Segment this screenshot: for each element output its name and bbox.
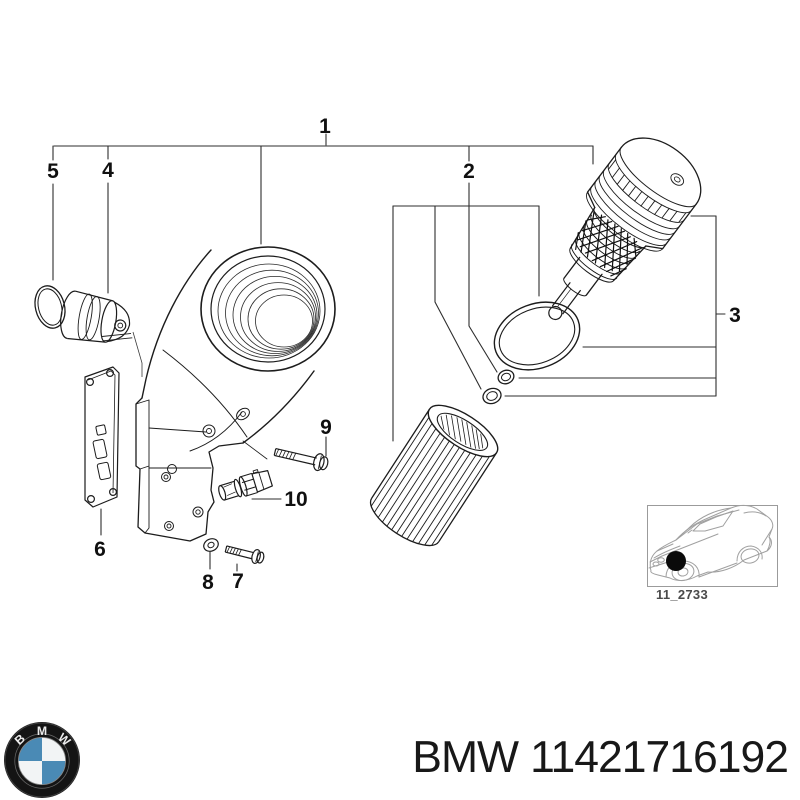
bmw-logo: B M W (4, 722, 80, 798)
part-number-text: 11421716192 (530, 733, 789, 782)
oring-small-upper (497, 369, 515, 385)
highlighted-area-dot (666, 551, 686, 571)
callout-label-6: 6 (94, 538, 106, 561)
logo-quadrants (17, 737, 67, 786)
callout-label-5: 5 (47, 160, 59, 183)
callout-label-7: 7 (232, 570, 244, 593)
oil-pressure-sensor-part-10 (218, 469, 273, 501)
filter-cap (548, 137, 702, 321)
washer-part-8 (203, 538, 219, 552)
bolt-part-7 (224, 545, 265, 564)
leader-lines-group-1 (52, 133, 594, 373)
oring-large-part-3 (493, 301, 581, 371)
insert-position-line (132, 331, 143, 377)
oil-filter-housing-part-1 (135, 246, 336, 542)
logo-letter-m: M (37, 724, 47, 738)
callout-label-9: 9 (320, 416, 332, 439)
thumbnail-caption: 11_2733 (656, 587, 708, 602)
callout-label-10: 10 (284, 488, 307, 511)
leader-lines-small-parts (100, 436, 327, 572)
gasket-part-6 (84, 366, 120, 508)
callout-label-1: 1 (319, 115, 331, 138)
filter-cartridge-part-2 (369, 404, 499, 547)
oring-small-lower (482, 387, 502, 405)
thermostat-insert-part-4 (60, 290, 133, 343)
callout-label-4: 4 (102, 159, 114, 182)
callout-label-3: 3 (729, 304, 741, 327)
leader-lines-group-3 (504, 215, 726, 397)
bolt-part-9 (273, 448, 329, 472)
callout-label-2: 2 (463, 160, 475, 183)
leader-lines-group-2 (392, 205, 540, 442)
brand-text: BMW (412, 733, 519, 782)
callout-label-8: 8 (202, 571, 214, 594)
car-thumbnail (647, 505, 778, 587)
